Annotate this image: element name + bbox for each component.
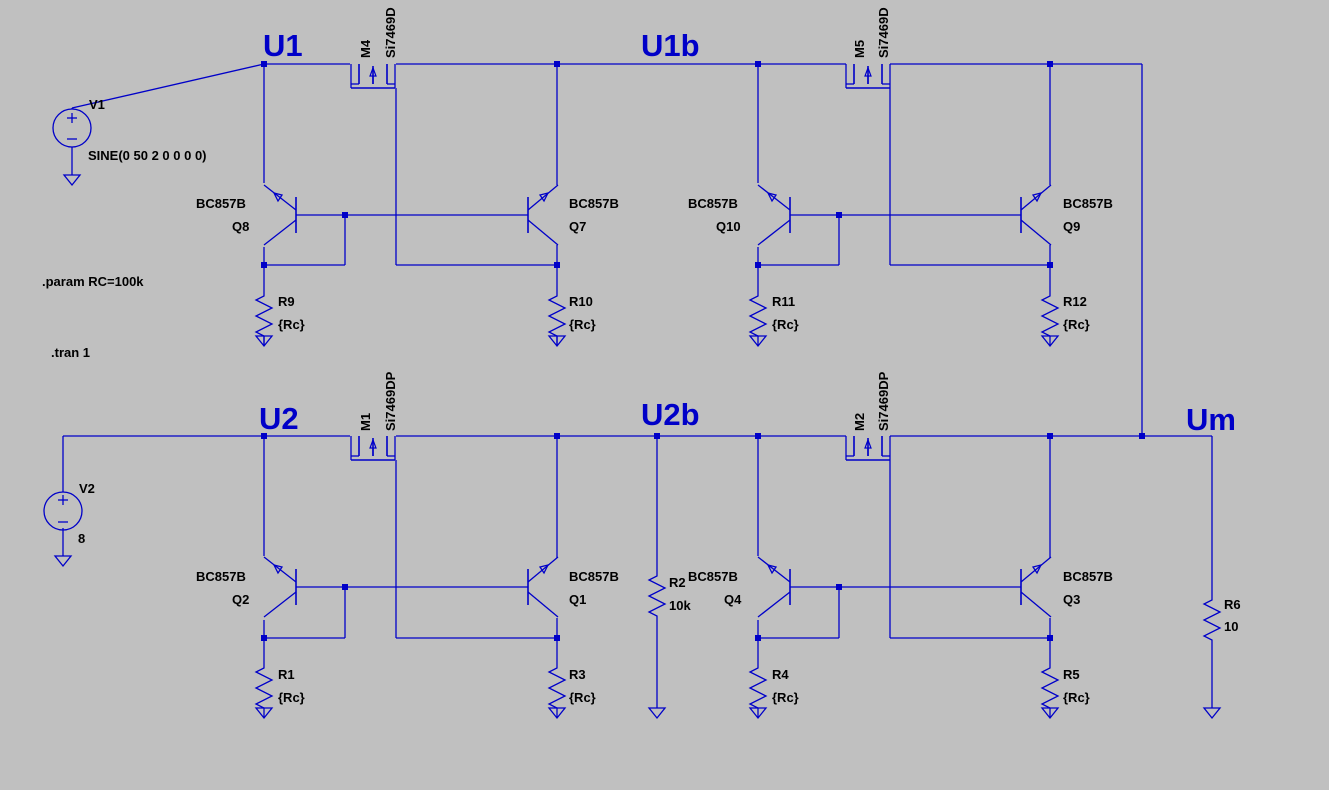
- netlabel-um[interactable]: Um: [1186, 402, 1236, 437]
- netlabel-u1b[interactable]: U1b: [641, 28, 700, 63]
- q10-model: BC857B: [688, 196, 738, 211]
- v2-name: V2: [79, 481, 95, 496]
- v1-name: V1: [89, 97, 105, 112]
- m2-name: M2: [852, 413, 867, 431]
- q8-model: BC857B: [196, 196, 246, 211]
- m4-model: Si7469D: [383, 7, 398, 58]
- ground-icon: [63, 174, 81, 186]
- r10-name: R10: [569, 294, 593, 309]
- transistor-q4[interactable]: BC857B Q4: [688, 556, 791, 618]
- mosfet-m1[interactable]: M1 Si7469DP: [350, 371, 398, 461]
- netlabel-u2[interactable]: U2: [259, 401, 299, 436]
- r1-name: R1: [278, 667, 295, 682]
- m4-name: M4: [358, 39, 373, 58]
- netlabel-u1[interactable]: U1: [263, 28, 303, 63]
- bottom-wiring: [62, 435, 1213, 708]
- q7-name: Q7: [569, 219, 586, 234]
- r3-name: R3: [569, 667, 586, 682]
- r4-value: {Rc}: [772, 690, 799, 705]
- resistor-r12[interactable]: R12 {Rc}: [1041, 285, 1090, 347]
- m1-name: M1: [358, 413, 373, 431]
- resistor-r3[interactable]: R3 {Rc}: [548, 657, 596, 719]
- resistor-r4[interactable]: R4 {Rc}: [749, 657, 799, 719]
- resistor-r9[interactable]: R9 {Rc}: [255, 285, 305, 347]
- m2-model: Si7469DP: [876, 371, 891, 431]
- top-wiring: [71, 63, 1143, 436]
- mosfet-m5[interactable]: M5 Si7469D: [845, 7, 891, 89]
- mosfet-m2[interactable]: M2 Si7469DP: [845, 371, 891, 461]
- voltage-source-v1[interactable]: V1 SINE(0 50 2 0 0 0 0): [52, 97, 207, 186]
- r2-value: 10k: [669, 598, 691, 613]
- tran-directive[interactable]: .tran 1: [51, 345, 90, 360]
- q3-name: Q3: [1063, 592, 1080, 607]
- r2-name: R2: [669, 575, 686, 590]
- m5-model: Si7469D: [876, 7, 891, 58]
- m1-model: Si7469DP: [383, 371, 398, 431]
- q1-model: BC857B: [569, 569, 619, 584]
- r11-value: {Rc}: [772, 317, 799, 332]
- transistor-q9[interactable]: BC857B Q9: [1020, 184, 1113, 246]
- resistor-r5[interactable]: R5 {Rc}: [1041, 657, 1090, 719]
- ground-icon: [54, 555, 72, 567]
- v1-value: SINE(0 50 2 0 0 0 0): [88, 148, 207, 163]
- q2-model: BC857B: [196, 569, 246, 584]
- r6-name: R6: [1224, 597, 1241, 612]
- q9-name: Q9: [1063, 219, 1080, 234]
- r5-name: R5: [1063, 667, 1080, 682]
- r4-name: R4: [772, 667, 789, 682]
- resistor-r1[interactable]: R1 {Rc}: [255, 657, 305, 719]
- transistor-q3[interactable]: BC857B Q3: [1020, 556, 1113, 618]
- q4-name: Q4: [724, 592, 742, 607]
- resistor-r10[interactable]: R10 {Rc}: [548, 285, 596, 347]
- v2-value: 8: [78, 531, 85, 546]
- transistor-q2[interactable]: BC857B Q2: [196, 556, 297, 618]
- transistor-q7[interactable]: BC857B Q7: [527, 184, 619, 246]
- junction-dots: [261, 61, 1145, 641]
- r11-name: R11: [772, 294, 795, 309]
- transistor-q1[interactable]: BC857B Q1: [527, 556, 619, 618]
- q3-model: BC857B: [1063, 569, 1113, 584]
- q1-name: Q1: [569, 592, 586, 607]
- voltage-source-v2[interactable]: V2 8: [43, 481, 95, 567]
- m5-name: M5: [852, 40, 867, 58]
- r3-value: {Rc}: [569, 690, 596, 705]
- resistor-r6[interactable]: R6 10: [1203, 589, 1241, 719]
- netlabel-u2b[interactable]: U2b: [641, 397, 700, 432]
- param-directive[interactable]: .param RC=100k: [42, 274, 144, 289]
- r12-value: {Rc}: [1063, 317, 1090, 332]
- transistor-q8[interactable]: BC857B Q8: [196, 184, 297, 246]
- q4-model: BC857B: [688, 569, 738, 584]
- r10-value: {Rc}: [569, 317, 596, 332]
- r6-value: 10: [1224, 619, 1238, 634]
- q8-name: Q8: [232, 219, 249, 234]
- q9-model: BC857B: [1063, 196, 1113, 211]
- mosfet-m4[interactable]: M4 Si7469D: [350, 7, 398, 89]
- transistor-q10[interactable]: BC857B Q10: [688, 184, 791, 246]
- q10-name: Q10: [716, 219, 741, 234]
- r5-value: {Rc}: [1063, 690, 1090, 705]
- resistor-r11[interactable]: R11 {Rc}: [749, 285, 799, 347]
- q2-name: Q2: [232, 592, 249, 607]
- q7-model: BC857B: [569, 196, 619, 211]
- r1-value: {Rc}: [278, 690, 305, 705]
- r9-value: {Rc}: [278, 317, 305, 332]
- r12-name: R12: [1063, 294, 1087, 309]
- r9-name: R9: [278, 294, 295, 309]
- resistor-r2[interactable]: R2 10k: [648, 565, 691, 719]
